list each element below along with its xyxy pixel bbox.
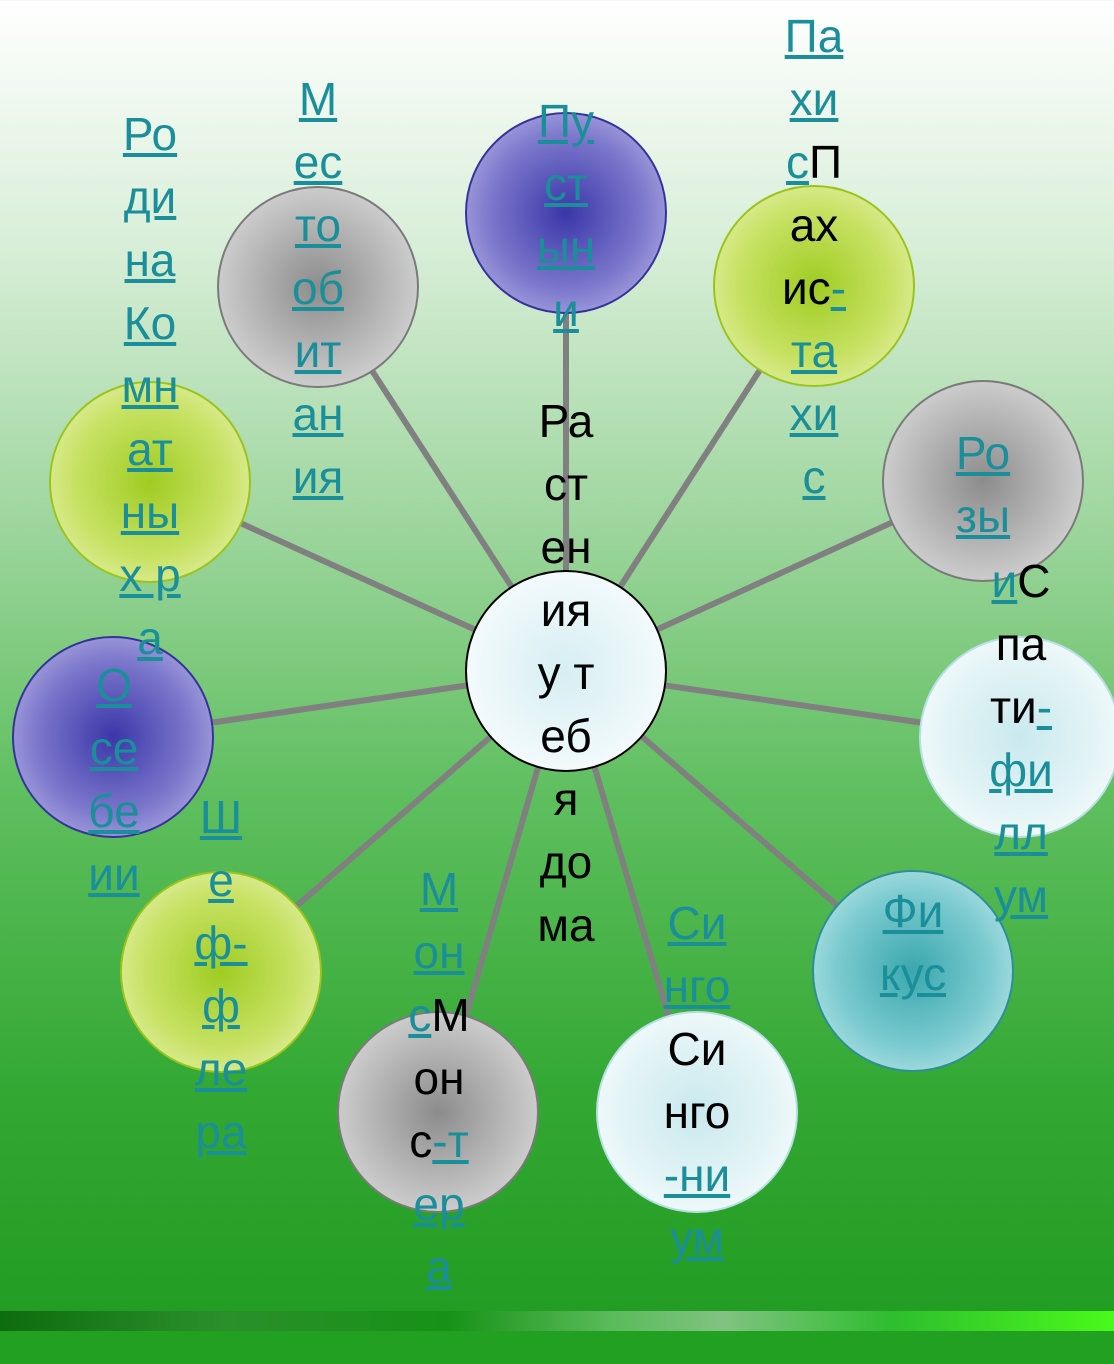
link-mesto-0[interactable]: Место обитания — [292, 73, 344, 503]
label-osebe: О себе ии — [83, 654, 145, 906]
label-rodina: Родина Комнатных ра — [117, 103, 183, 670]
link-pahis-0[interactable]: Пахис — [784, 10, 844, 188]
text-mons-1: Монс — [409, 989, 470, 1167]
link-mons-0[interactable]: Монс — [408, 863, 465, 1041]
node-rozy — [882, 380, 1084, 582]
text-pahis-1: Пахис — [781, 136, 843, 314]
link-pustyni-0[interactable]: Пустыни — [536, 95, 596, 336]
link-osebe-1[interactable]: ии — [88, 848, 140, 900]
label-sheff: Шеф-флера — [190, 786, 252, 1164]
link-sheff-0[interactable]: Шеф-флера — [194, 791, 248, 1158]
link-singo-2[interactable]: -ниум — [663, 1149, 731, 1264]
link-spati-0[interactable]: и — [991, 555, 1018, 607]
link-rodina-0[interactable]: Родина Комнатных ра — [119, 108, 181, 664]
node-rodina — [49, 381, 251, 583]
node-fikus — [812, 870, 1014, 1072]
node-pahis — [713, 185, 915, 387]
node-singo — [596, 1011, 798, 1213]
label-pustyni: Пустыни — [532, 90, 600, 342]
link-singo-0[interactable]: Синго — [663, 897, 731, 1012]
node-spati — [919, 636, 1114, 838]
link-mons-2[interactable]: -тера — [413, 1115, 469, 1293]
label-pahis: ПахисПахис-тахис — [781, 5, 847, 509]
label-rozy: Розы — [950, 422, 1016, 548]
label-mesto: Место обитания — [287, 68, 349, 509]
node-mons — [337, 1011, 539, 1213]
link-pahis-2[interactable]: -тахис — [789, 262, 847, 503]
node-mesto — [217, 186, 419, 388]
label-fikus: Фикус — [877, 880, 949, 1006]
label-singo: СингоСинго-ниум — [661, 892, 733, 1270]
link-spati-2[interactable]: -филлум — [989, 681, 1053, 922]
node-sheff — [120, 871, 322, 1073]
link-rozy-0[interactable]: Розы — [955, 427, 1011, 542]
center-label: Растения у тебя дома — [537, 395, 595, 951]
label-spati: иСпати-филлум — [988, 550, 1054, 928]
node-center — [465, 570, 667, 772]
node-osebe — [12, 636, 214, 838]
label-mons: МонсМонс-тера — [408, 858, 470, 1299]
link-fikus-0[interactable]: Фикус — [879, 885, 947, 1000]
text-spati-1: Спати — [989, 555, 1051, 733]
text-singo-1: Синго — [663, 1023, 731, 1138]
bottom-band — [0, 1331, 1114, 1364]
node-pustyni — [465, 112, 667, 314]
link-osebe-0[interactable]: О себе — [88, 659, 140, 837]
bottom-decor-bar — [0, 1311, 1114, 1331]
